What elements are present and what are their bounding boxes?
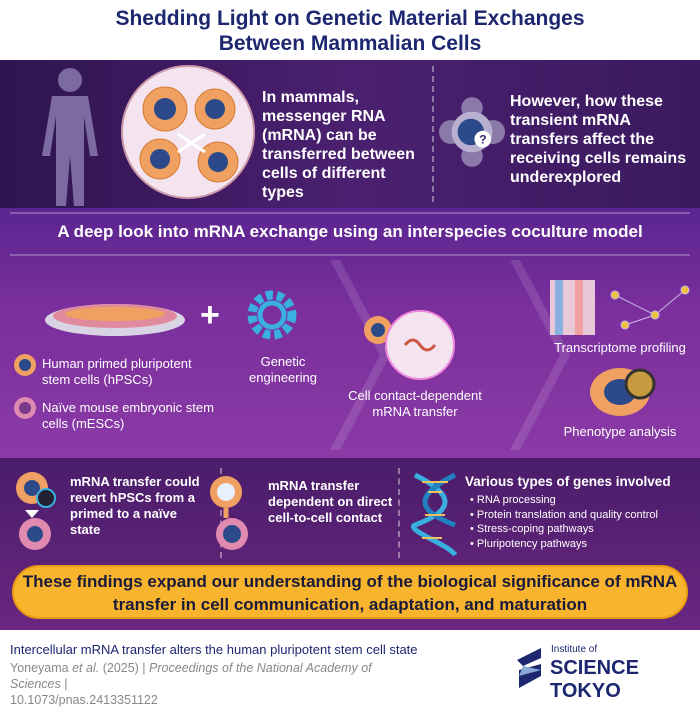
phenotype-cell-icon (590, 368, 656, 416)
intro-section: ? In mammals, messenger RNA (mRNA) can b… (0, 60, 700, 208)
mesc-label: Naïve mouse embryonic stem cells (mESCs) (42, 400, 214, 431)
cell-contact-icon (364, 310, 455, 380)
mrna-transfer-label: Cell contact-dependent mRNA transfer (348, 388, 482, 419)
cell-reversion-icon (16, 472, 56, 550)
human-silhouette-icon (42, 68, 98, 206)
genetic-engineering-label: Genetic engineering (249, 354, 317, 385)
page-title: Shedding Light on Genetic Material Excha… (0, 6, 700, 56)
genes-list: RNA processing Protein translation and q… (470, 493, 658, 551)
title-line-1: Shedding Light on Genetic Material Excha… (115, 7, 585, 30)
logo-small-text: Institute of (551, 644, 598, 655)
conclusion-banner: These findings expand our understanding … (12, 565, 688, 619)
phenotype-label: Phenotype analysis (563, 424, 677, 439)
gene-item: Protein translation and quality control (470, 508, 658, 523)
citation: Yoneyama et al. (2025) | Proceedings of … (10, 660, 420, 708)
et-al: et al. (72, 661, 100, 675)
plus-icon: + (200, 296, 220, 334)
underexplored-text: However, how these transient mRNA transf… (510, 93, 687, 186)
gene-item: Stress-coping pathways (470, 522, 658, 537)
journal[interactable]: Proceedings of the National Academy of S… (10, 661, 372, 691)
separator: | (64, 677, 68, 691)
revert-finding-text: mRNA transfer could revert hPSCs from a … (70, 474, 200, 537)
divider (432, 66, 434, 202)
gene-item: RNA processing (470, 493, 658, 508)
transcriptome-icon (550, 280, 690, 335)
model-header-bar (10, 212, 690, 256)
logo-text: SCIENCE TOKYO (550, 657, 639, 702)
paper-title: Intercellular mRNA transfer alters the h… (10, 642, 418, 657)
chevron-background (330, 260, 570, 450)
cell-contact-pair-icon (210, 476, 248, 550)
cells-exchange-icon (121, 65, 255, 199)
science-tokyo-logo-icon (517, 648, 541, 688)
petri-dish-icon (45, 304, 185, 336)
divider (220, 468, 222, 558)
divider (398, 468, 400, 558)
conclusion-text: These findings expand our understanding … (22, 572, 678, 614)
year: (2025) | (102, 661, 146, 675)
authors: Yoneyama (10, 661, 69, 675)
model-header: A deep look into mRNA exchange using an … (57, 222, 643, 241)
cell-legend-icons (14, 354, 36, 419)
contact-finding-text: mRNA transfer dependent on direct cell-t… (268, 478, 393, 525)
question-cell-icon: ? (439, 97, 505, 167)
mrna-transfer-text: In mammals, messenger RNA (mRNA) can be … (262, 89, 415, 201)
gene-item: Pluripotency pathways (470, 537, 658, 552)
footer: Intercellular mRNA transfer alters the h… (0, 630, 700, 707)
genes-title: Various types of genes involved (465, 474, 671, 489)
dna-icon (411, 472, 458, 557)
transcriptome-label: Transcriptome profiling (554, 340, 686, 355)
title-line-2: Between Mammalian Cells (218, 32, 482, 55)
gear-icon (247, 290, 297, 340)
doi-link[interactable]: 10.1073/pnas.2413351122 (10, 693, 158, 707)
svg-text:?: ? (479, 132, 486, 146)
hpsc-label: Human primed pluripotent stem cells (hPS… (42, 356, 192, 387)
